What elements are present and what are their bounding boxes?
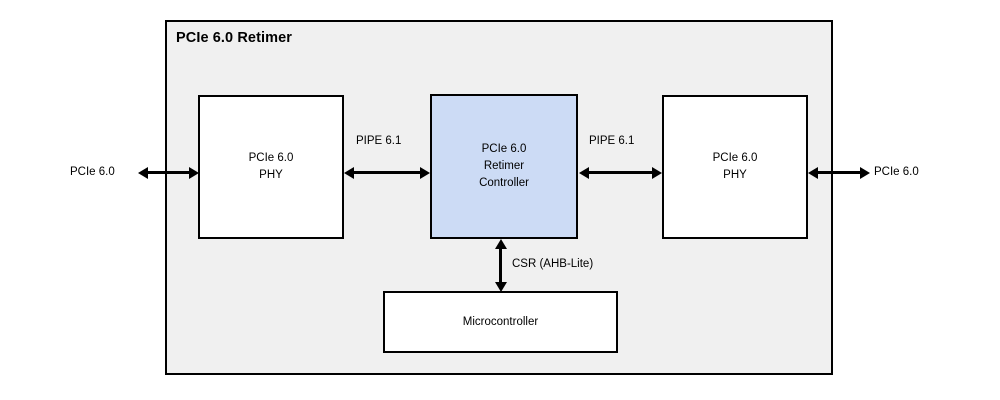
arrow-pipe-left-bidirectional xyxy=(353,171,421,174)
label-csr: CSR (AHB-Lite) xyxy=(512,258,594,270)
arrow-external-right-bidirectional xyxy=(817,171,861,174)
block-label-line: PCIe 6.0 xyxy=(712,152,758,164)
block-label-group: PCIe 6.0 PHY xyxy=(664,150,806,184)
retimer-container-title: PCIe 6.0 Retimer xyxy=(176,30,293,46)
block-label-line: Retimer xyxy=(483,160,525,172)
block-label-line: PCIe 6.0 xyxy=(481,143,527,155)
block-label-line: PCIe 6.0 xyxy=(248,152,294,164)
label-pipe-left: PIPE 6.1 xyxy=(356,135,402,147)
block-microcontroller: Microcontroller xyxy=(383,291,618,353)
arrow-external-left-bidirectional xyxy=(147,171,190,174)
block-label-line: Microcontroller xyxy=(462,315,539,328)
label-external-right: PCIe 6.0 xyxy=(874,166,919,178)
block-label-group: Microcontroller xyxy=(385,314,616,331)
block-pcie-retimer-controller: PCIe 6.0 Retimer Controller xyxy=(430,94,578,239)
block-label-line: Controller xyxy=(479,177,529,189)
block-label-group: PCIe 6.0 PHY xyxy=(200,150,342,184)
block-pcie-phy-right: PCIe 6.0 PHY xyxy=(662,95,808,239)
block-label-line: PHY xyxy=(259,169,283,181)
label-external-left: PCIe 6.0 xyxy=(70,166,115,178)
label-pipe-right: PIPE 6.1 xyxy=(589,135,635,147)
block-pcie-phy-left: PCIe 6.0 PHY xyxy=(198,95,344,239)
block-label-group: PCIe 6.0 Retimer Controller xyxy=(432,141,576,192)
arrow-csr-bidirectional xyxy=(499,248,502,283)
arrow-pipe-right-bidirectional xyxy=(588,171,653,174)
block-label-line: PHY xyxy=(723,169,747,181)
